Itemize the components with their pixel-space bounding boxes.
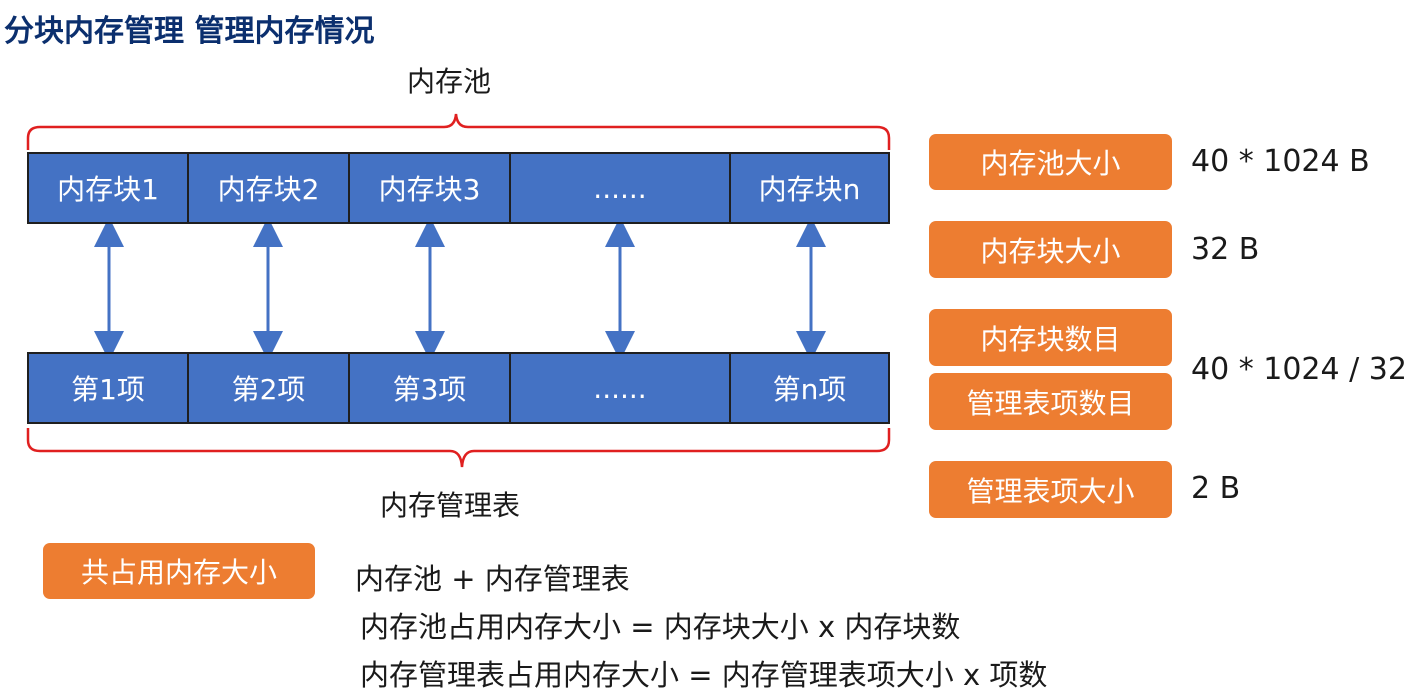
entry-count-tag: 管理表项数目	[929, 373, 1172, 430]
memory-block-3: 内存块3	[350, 154, 511, 222]
memory-block-n: 内存块n	[758, 173, 861, 206]
pool-size-value: 40 * 1024 B	[1191, 144, 1370, 179]
count-value: 40 * 1024 / 32	[1191, 352, 1407, 387]
management-table-brace	[26, 428, 891, 468]
block-size-tag: 内存块大小	[929, 221, 1172, 278]
table-entry-ellipsis: ......	[511, 354, 731, 422]
pool-size-tag: 内存池大小	[929, 134, 1172, 190]
memory-pool-label: 内存池	[407, 65, 492, 98]
management-table-row: 第1项 第2项 第3项 ...... 第n项	[27, 352, 890, 424]
table-entry-3: 第3项	[350, 354, 511, 422]
memory-block-1: 内存块1	[29, 154, 189, 222]
memory-block-2: 内存块2	[189, 154, 350, 222]
total-formula-line-1: 内存池 + 内存管理表	[355, 562, 630, 596]
memory-block-row: 内存块1 内存块2 内存块3 ...... 内存块n	[27, 152, 890, 224]
block-size-value: 32 B	[1191, 232, 1260, 267]
total-formula-line-2: 内存池占用内存大小 = 内存块大小 x 内存块数	[360, 610, 961, 644]
table-entry-2: 第2项	[189, 354, 350, 422]
management-table-label: 内存管理表	[380, 489, 521, 522]
page-title: 分块内存管理 管理内存情况	[4, 14, 375, 49]
table-entry-n: 第n项	[772, 373, 847, 406]
entry-size-value: 2 B	[1191, 471, 1241, 506]
block-count-tag: 内存块数目	[929, 309, 1172, 366]
memory-block-ellipsis: ......	[511, 154, 731, 222]
table-entry-1: 第1项	[29, 354, 189, 422]
total-memory-tag: 共占用内存大小	[43, 543, 315, 599]
total-formula-line-3: 内存管理表占用内存大小 = 内存管理表项大小 x 项数	[360, 658, 1048, 692]
entry-size-tag: 管理表项大小	[929, 461, 1172, 518]
memory-pool-brace	[26, 113, 891, 150]
